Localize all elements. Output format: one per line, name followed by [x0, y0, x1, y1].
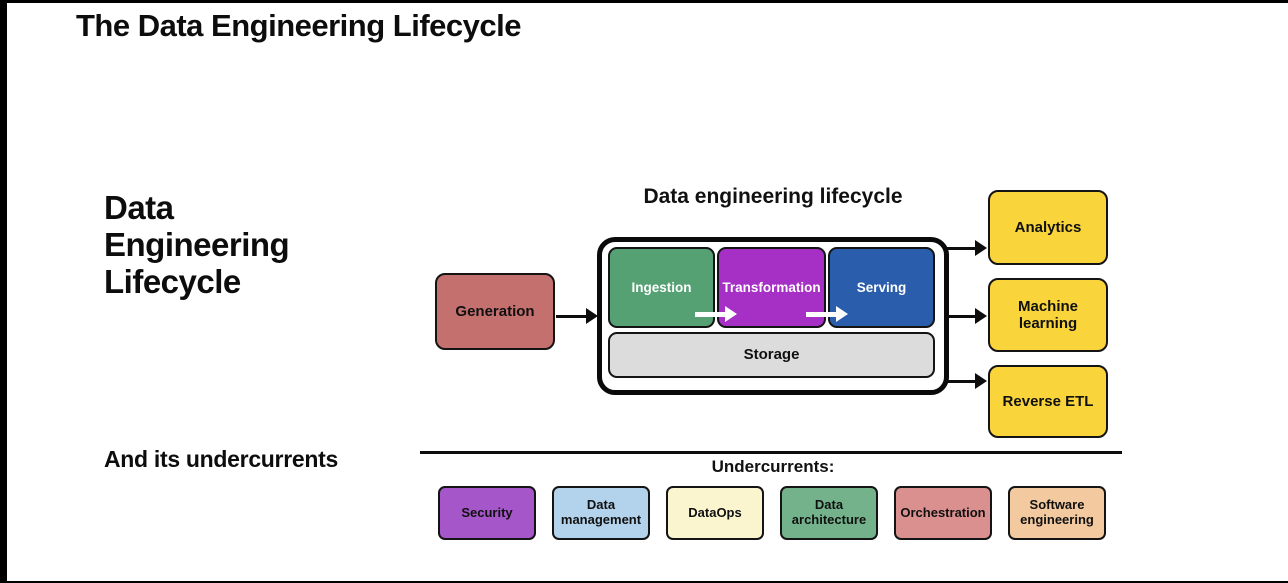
arrow-line — [806, 311, 838, 317]
output-reverse-etl-label: Reverse ETL — [1002, 392, 1094, 410]
stage-serving-label: Serving — [856, 279, 907, 295]
slide-border-bottom — [0, 581, 1288, 583]
arrow-right-white-icon — [806, 306, 848, 322]
output-analytics-box: Analytics — [988, 190, 1108, 265]
arrow-right-icon — [947, 308, 987, 324]
output-machine-learning-box: Machine learning — [988, 278, 1108, 352]
undercurrents-label: Undercurrents: — [711, 457, 835, 476]
arrow-head — [975, 308, 987, 324]
undercurrents-heading: And its undercurrents — [104, 446, 338, 472]
arrow-head — [586, 308, 598, 324]
arrow-right-icon — [947, 240, 987, 256]
lifecycle-frame — [597, 237, 949, 395]
arrow-right-white-icon — [695, 306, 737, 322]
storage-box: Storage — [608, 332, 935, 378]
undercurrent-dataops: DataOps — [666, 486, 764, 540]
undercurrent-security: Security — [438, 486, 536, 540]
slide-title: The Data Engineering Lifecycle — [76, 8, 521, 43]
undercurrent-software-engineering-label: Software engineering — [1020, 497, 1094, 527]
arrow-line — [947, 379, 978, 383]
undercurrent-security-label: Security — [461, 504, 513, 520]
side-heading: Data Engineering Lifecycle — [104, 189, 290, 300]
undercurrent-data-architecture: Data architecture — [780, 486, 878, 540]
slide-border-top — [0, 0, 1288, 3]
output-reverse-etl-box: Reverse ETL — [988, 365, 1108, 438]
undercurrent-dataops-label: DataOps — [688, 504, 742, 520]
arrow-head — [836, 306, 848, 322]
arrow-line — [947, 246, 978, 250]
arrow-line — [947, 314, 978, 318]
stage-transformation-label: Transformation — [722, 279, 821, 295]
stage-ingestion-label: Ingestion — [631, 279, 692, 295]
diagram-title: Data engineering lifecycle — [643, 185, 903, 208]
output-analytics-label: Analytics — [1014, 218, 1082, 236]
arrow-right-icon — [947, 373, 987, 389]
arrow-head — [975, 373, 987, 389]
storage-label: Storage — [743, 346, 800, 364]
arrow-right-icon — [556, 308, 598, 324]
undercurrents-divider — [420, 451, 1122, 454]
undercurrent-data-management: Data management — [552, 486, 650, 540]
undercurrent-data-management-label: Data management — [560, 497, 642, 527]
undercurrent-orchestration: Orchestration — [894, 486, 992, 540]
slide-border-left — [0, 0, 7, 583]
arrow-head — [725, 306, 737, 322]
arrow-line — [695, 311, 727, 317]
output-machine-learning-label: Machine learning — [1017, 297, 1078, 332]
arrow-line — [556, 314, 589, 318]
undercurrent-data-architecture-label: Data architecture — [791, 497, 867, 527]
arrow-head — [975, 240, 987, 256]
undercurrent-orchestration-label: Orchestration — [900, 504, 986, 520]
generation-box: Generation — [435, 273, 555, 350]
undercurrents-row: Security Data management DataOps Data ar… — [438, 486, 1106, 540]
undercurrent-software-engineering: Software engineering — [1008, 486, 1106, 540]
generation-label: Generation — [455, 302, 535, 320]
